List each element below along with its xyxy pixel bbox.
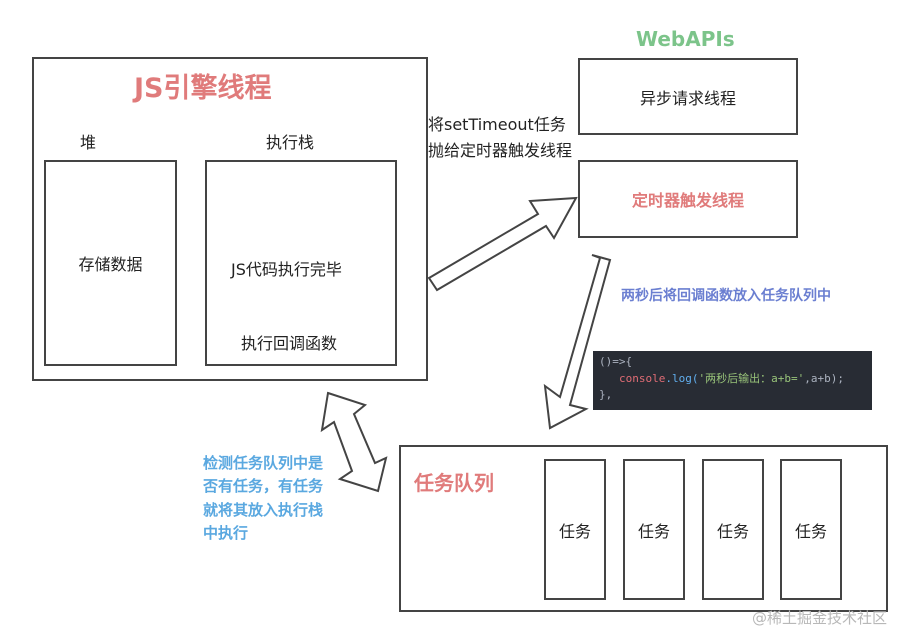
note-to-queue: 两秒后将回调函数放入任务队列中 (621, 288, 831, 304)
task-item-label: 任务 (558, 521, 591, 541)
arrow-to-queue (543, 254, 612, 430)
note-to-timer: 将setTimeout任务抛给定时器触发线程 (428, 115, 573, 160)
heap-label: 堆 (80, 133, 97, 152)
task-item-label: 任务 (716, 521, 749, 541)
async-request-thread-box: 异步请求线程 (578, 58, 798, 135)
stack-line-2: 执行回调函数 (241, 334, 338, 353)
stack-line-1: JS代码执行完毕 (231, 260, 342, 279)
stack-box: JS代码执行完毕 执行回调函数 (205, 160, 397, 366)
task-item: 任务 (544, 459, 606, 600)
task-item: 任务 (623, 459, 685, 600)
code-string: '两秒后输出：a+b=' (698, 371, 805, 385)
note-check-queue-line-2: 否有任务，有任务 (203, 477, 324, 496)
note-check-queue: 检测任务队列中是 否有任务，有任务 就将其放入执行栈 中执行 (203, 452, 323, 545)
task-item-label: 任务 (637, 521, 670, 541)
code-console: console (619, 371, 666, 385)
callback-code-snippet: ()=>{ console.log('两秒后输出：a+b=',a+b); }, (593, 351, 872, 410)
timer-thread-box: 定时器触发线程 (578, 160, 798, 238)
async-request-thread-label: 异步请求线程 (639, 88, 736, 108)
heap-box: 存储数据 (44, 160, 177, 366)
code-rest: ,a+b); (804, 371, 844, 385)
code-line-1: ()=>{ (599, 355, 633, 368)
task-item: 任务 (780, 459, 842, 600)
code-line-2: console.log('两秒后输出：a+b=',a+b); (599, 371, 866, 388)
task-queue-title: 任务队列 (414, 471, 494, 495)
heap-content: 存储数据 (78, 255, 143, 274)
double-arrow-queue-engine (320, 391, 388, 493)
webapis-title: WebAPIs (636, 27, 735, 51)
note-check-queue-line-1: 检测任务队列中是 (203, 454, 324, 472)
task-item: 任务 (702, 459, 764, 600)
task-item-label: 任务 (794, 521, 827, 541)
note-check-queue-line-4: 中执行 (203, 523, 249, 542)
arrow-to-timer (427, 196, 578, 292)
code-log: .log( (665, 371, 699, 385)
watermark: @稀土掘金技术社区 (752, 609, 888, 627)
stack-label: 执行栈 (266, 133, 315, 152)
note-check-queue-line-3: 就将其放入执行栈 (203, 500, 324, 519)
code-line-3: }, (599, 388, 613, 401)
js-engine-title: JS引擎线程 (134, 73, 272, 104)
timer-thread-label: 定时器触发线程 (631, 191, 744, 210)
